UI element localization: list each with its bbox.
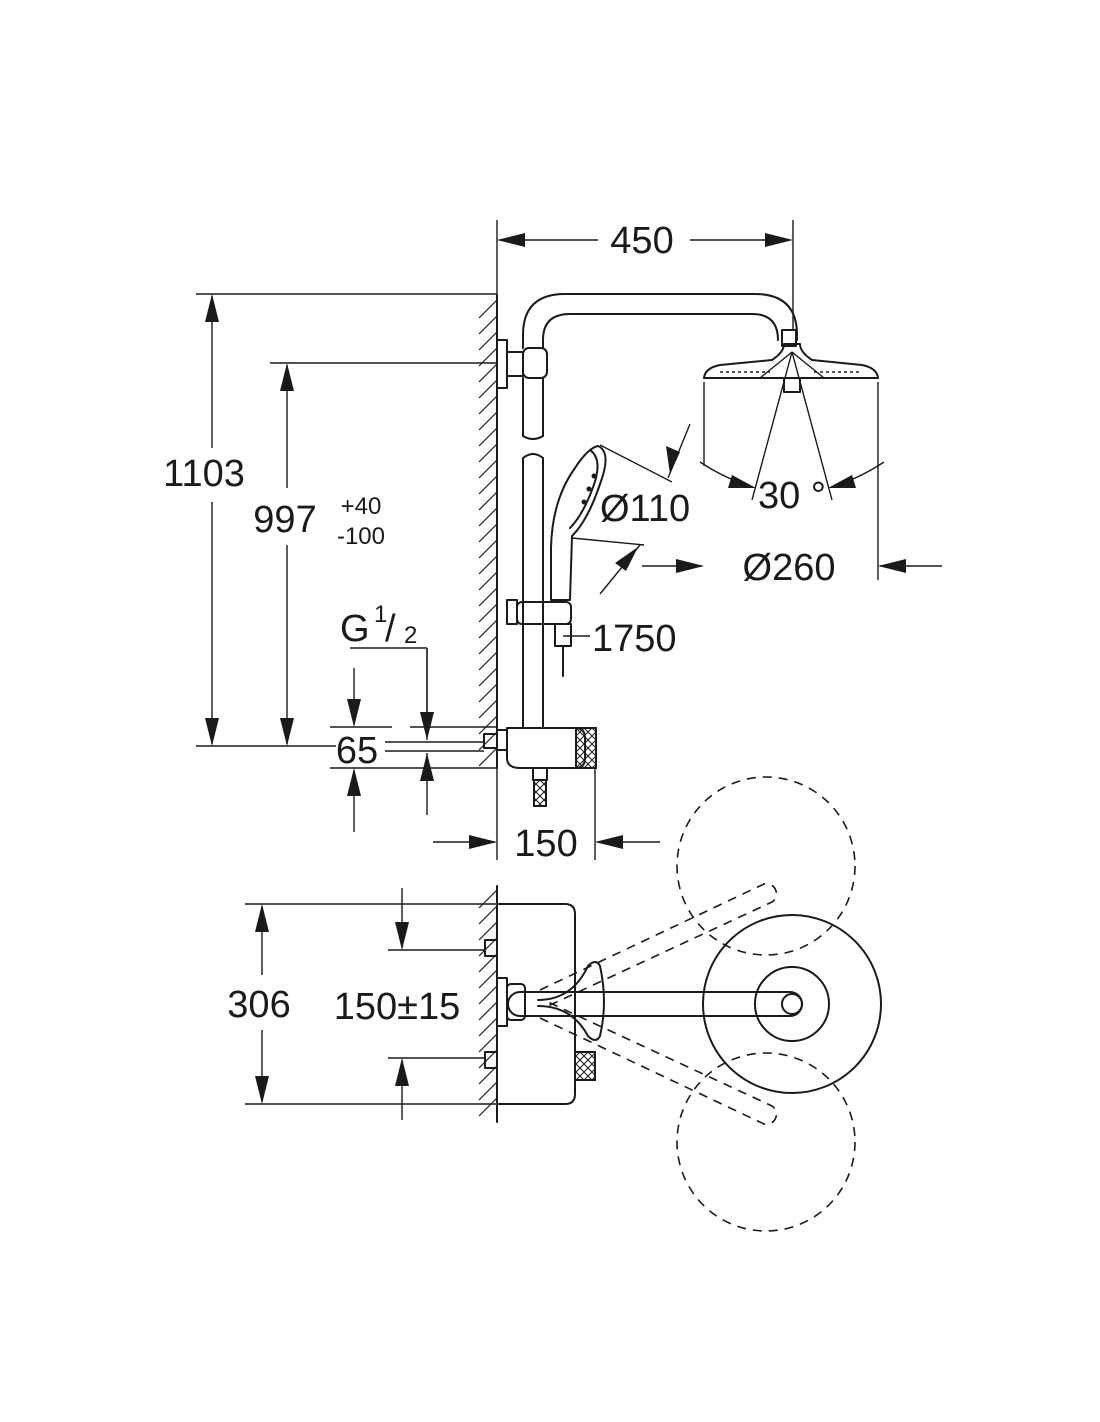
label-diameter-110: Ø110 xyxy=(600,488,690,530)
label-306: 306 xyxy=(227,984,290,1026)
hatch-line xyxy=(478,539,498,559)
hatch-line xyxy=(478,635,498,655)
hatch-line xyxy=(478,747,498,767)
hand-shower xyxy=(550,445,607,601)
label-65: 65 xyxy=(336,730,378,772)
hatch-line xyxy=(478,571,498,591)
hatch-line xyxy=(478,411,498,431)
hatch-line xyxy=(478,395,498,415)
label-150: 150 xyxy=(514,823,577,865)
plan-view: 306 150±15 xyxy=(227,776,882,1232)
hatch-line xyxy=(478,459,498,479)
label-tol-minus: -100 xyxy=(337,523,385,550)
dimension-150-15: 150±15 xyxy=(334,888,461,1120)
hatch-line xyxy=(478,427,498,447)
hatch-line xyxy=(478,683,498,703)
hatch-line xyxy=(478,905,498,925)
shower-arm xyxy=(522,293,798,349)
dimension-thread: G 1 / 2 xyxy=(340,601,434,815)
dimension-306: 306 xyxy=(227,904,291,1104)
hatch-line xyxy=(478,587,498,607)
elevation-view: 450 1103 997 +40 -100 G 1 / 2 xyxy=(163,220,942,865)
riser-pipe xyxy=(496,339,548,728)
label-diameter-260: Ø260 xyxy=(743,547,836,589)
hatch-line xyxy=(478,889,498,909)
hatch-line xyxy=(478,331,498,351)
extension-lines xyxy=(196,220,879,860)
plan-extension-lines xyxy=(245,903,497,1105)
wall-plan xyxy=(478,885,498,1123)
label-997: 997 xyxy=(253,499,316,541)
label-1750: 1750 xyxy=(592,618,677,660)
dimension-30deg: 30 ° xyxy=(699,351,885,517)
dimension-997: 997 +40 -100 xyxy=(253,363,385,746)
head-shower-side xyxy=(703,343,879,393)
hatch-line xyxy=(478,969,498,989)
swivel-positions xyxy=(539,776,856,1232)
label-thread-g: G xyxy=(340,608,370,650)
label-450: 450 xyxy=(610,220,673,262)
hatch-line xyxy=(478,1081,498,1101)
dimension-150: 150 xyxy=(433,823,660,865)
hatch-line xyxy=(478,1017,498,1037)
hatch-line xyxy=(478,443,498,463)
hatch-line xyxy=(478,555,498,575)
hatch-line xyxy=(478,1001,498,1021)
label-thread-num: 1 xyxy=(374,601,387,628)
label-angle-30: 30 ° xyxy=(758,475,826,517)
hatch-line xyxy=(478,491,498,511)
hatch-line xyxy=(478,1097,498,1117)
hatch-line xyxy=(478,603,498,623)
wall-elevation xyxy=(478,294,498,769)
hatch-line xyxy=(478,1033,498,1053)
dimension-110: Ø110 xyxy=(571,423,691,595)
hatch-line xyxy=(478,523,498,543)
hatch-line xyxy=(478,315,498,335)
hatch-line xyxy=(478,363,498,383)
hatch-line xyxy=(478,715,498,735)
hatch-line xyxy=(478,507,498,527)
label-thread-slash: / xyxy=(385,608,396,650)
hatch-line xyxy=(478,651,498,671)
dimension-65: 65 xyxy=(336,668,378,832)
dimension-1103: 1103 xyxy=(163,294,245,746)
hatch-line xyxy=(478,921,498,941)
hatch-line xyxy=(478,379,498,399)
dimension-260: Ø260 xyxy=(642,547,942,589)
hatch-line xyxy=(478,985,498,1005)
dimension-1750: 1750 xyxy=(563,618,677,660)
hatch-line xyxy=(478,699,498,719)
holder-plan xyxy=(537,961,605,1041)
label-thread-den: 2 xyxy=(404,622,417,649)
slider xyxy=(506,599,572,677)
hatch-line xyxy=(478,299,498,319)
label-150-15: 150±15 xyxy=(334,986,461,1028)
hatch-line xyxy=(478,475,498,495)
dimension-450: 450 xyxy=(497,220,793,262)
thermostat xyxy=(483,727,597,807)
hatch-line xyxy=(478,619,498,639)
label-1103: 1103 xyxy=(163,453,245,495)
inlet-pipe xyxy=(385,741,484,752)
hatch-line xyxy=(478,667,498,687)
thermostat-plan xyxy=(484,903,596,1105)
label-tol-plus: +40 xyxy=(341,493,382,520)
head-shower-plan xyxy=(702,914,882,1094)
